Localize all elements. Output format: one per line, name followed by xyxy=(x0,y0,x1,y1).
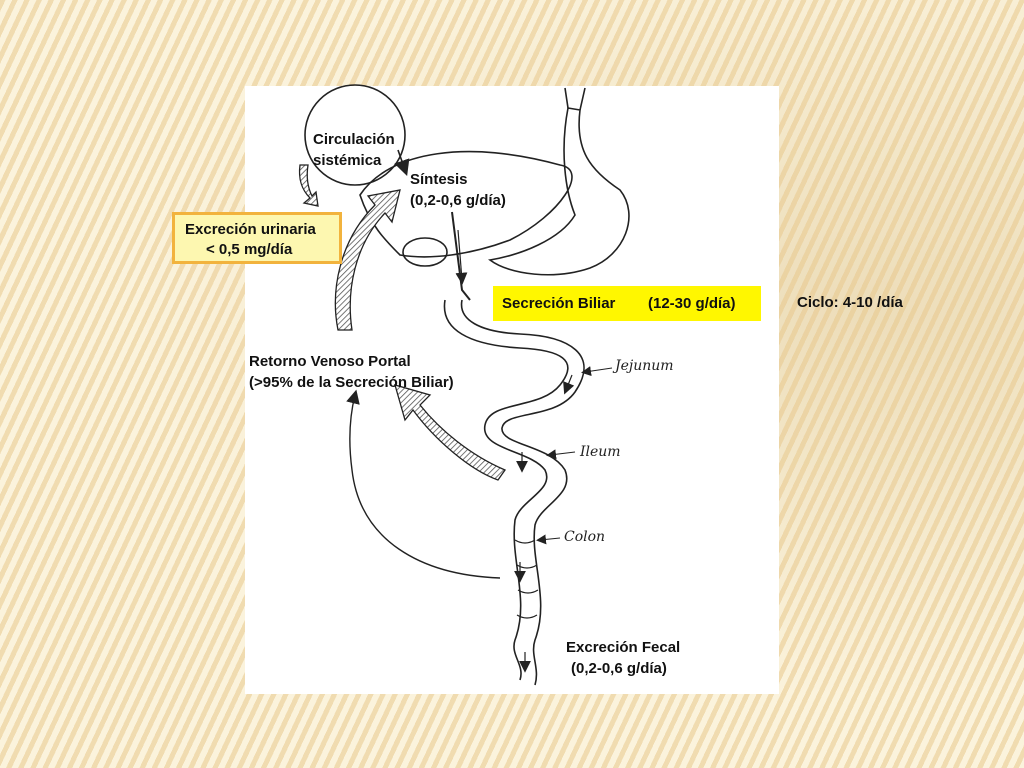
systemic-return-arrow xyxy=(298,164,319,207)
biliary-secretion-box xyxy=(493,286,761,321)
biliary-secretion-value: (12-30 g/día) xyxy=(648,295,736,312)
diagram-panel xyxy=(245,86,779,694)
systemic-circulation-label: Circulación xyxy=(313,131,395,148)
bile-duct-arrow xyxy=(455,229,468,285)
ileum-label: Ileum xyxy=(580,444,621,460)
jejunum-label: Jejunum xyxy=(615,358,674,374)
portal-return-value: (>95% de la Secreción Biliar) xyxy=(249,374,454,391)
colon-ripples xyxy=(514,539,539,619)
urinary-excretion-box xyxy=(172,212,342,264)
circle-to-liver-arrow xyxy=(394,149,410,177)
intestine-inner xyxy=(460,299,585,686)
jejunum-leader xyxy=(581,366,613,377)
flow-arrow-jejunum xyxy=(563,374,575,395)
portal-return-label: Retorno Venoso Portal xyxy=(249,353,411,370)
liver-to-systemic-arrow xyxy=(334,189,401,331)
bile-duct xyxy=(451,211,471,301)
fecal-excretion-label: Excreción Fecal xyxy=(566,639,681,656)
urinary-excretion-value: < 0,5 mg/día xyxy=(206,241,293,258)
stomach-shape xyxy=(488,107,630,276)
synthesis-label: Síntesis xyxy=(410,171,468,188)
enterohepatic-loop xyxy=(346,389,501,579)
colon-leader xyxy=(536,534,561,545)
systemic-circulation-label-2: sistémica xyxy=(313,152,382,169)
cycle-label: Ciclo: 4-10 /día xyxy=(797,294,903,311)
gallbladder-shape xyxy=(402,237,448,267)
urinary-excretion-label: Excreción urinaria xyxy=(185,221,316,238)
liver-shape xyxy=(359,150,573,258)
synthesis-value: (0,2-0,6 g/día) xyxy=(410,192,506,209)
colon-label: Colon xyxy=(564,529,606,545)
portal-return-arrow xyxy=(394,384,506,481)
esophagus-line xyxy=(564,87,586,111)
intestine-outer xyxy=(443,299,569,681)
ileum-leader xyxy=(546,449,576,460)
systemic-circle xyxy=(304,84,406,186)
fecal-excretion-value: (0,2-0,6 g/día) xyxy=(571,660,667,677)
biliary-secretion-label: Secreción Biliar xyxy=(502,295,616,312)
